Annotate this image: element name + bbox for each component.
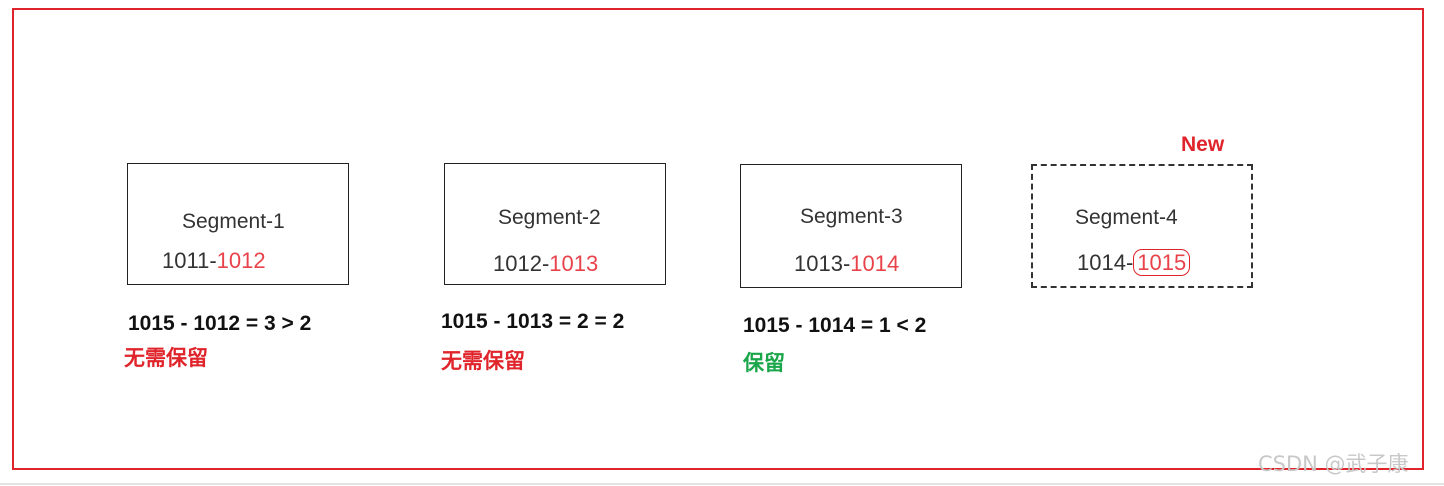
segment-4-range: 1014-1015	[1077, 249, 1191, 276]
segment-3-box	[740, 164, 962, 288]
segment-4-label: Segment-4	[1075, 206, 1178, 229]
range-start: 1013	[794, 251, 843, 276]
range-start: 1014	[1077, 250, 1126, 275]
segment-2-range: 1012-1013	[493, 251, 598, 277]
segment-3-status: 保留	[743, 351, 785, 375]
segment-2-box	[444, 163, 666, 285]
range-end: 1012	[216, 248, 266, 273]
watermark: CSDN @武子康	[1258, 452, 1409, 476]
segment-2-label: Segment-2	[498, 206, 601, 229]
diagram-frame	[12, 8, 1424, 470]
new-label: New	[1181, 133, 1225, 156]
segment-1-status: 无需保留	[124, 346, 208, 370]
segment-1-formula: 1015 - 1012 = 3 > 2	[128, 312, 312, 335]
segment-4-box	[1031, 164, 1253, 288]
range-sep: -	[1125, 250, 1134, 275]
range-sep: -	[842, 251, 851, 276]
segment-2-status: 无需保留	[441, 349, 525, 373]
divider	[0, 483, 1444, 485]
range-end-highlighted: 1015	[1133, 249, 1191, 276]
segment-3-formula: 1015 - 1014 = 1 < 2	[743, 314, 927, 337]
range-sep: -	[209, 248, 217, 273]
range-end: 1013	[549, 251, 599, 276]
segment-2-formula: 1015 - 1013 = 2 = 2	[441, 310, 625, 333]
segment-3-label: Segment-3	[800, 205, 903, 228]
segment-3-range: 1013-1014	[794, 251, 899, 277]
segment-1-label: Segment-1	[182, 210, 285, 233]
range-start: 1011	[162, 248, 210, 273]
segment-1-box	[127, 163, 349, 285]
range-end: 1014	[850, 251, 900, 276]
range-sep: -	[541, 251, 550, 276]
segment-1-range: 1011-1012	[162, 248, 266, 274]
range-start: 1012	[493, 251, 542, 276]
